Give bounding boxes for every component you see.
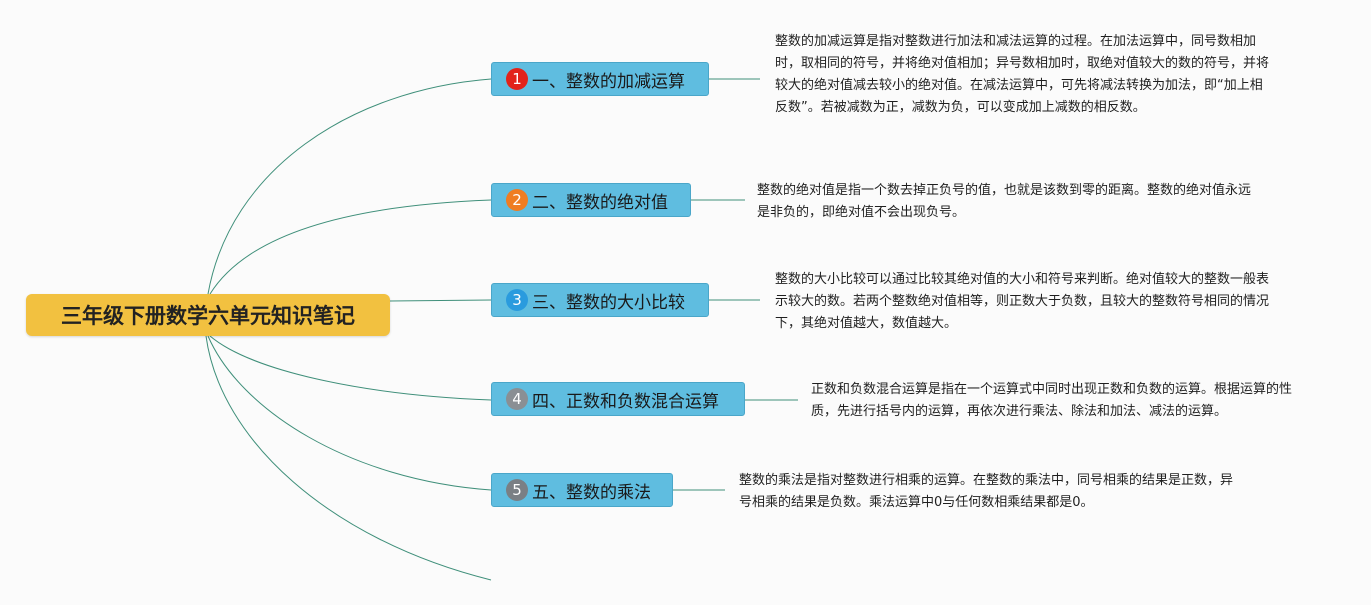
number-4-icon: 4 bbox=[506, 388, 528, 410]
note-4: 正数和负数混合运算是指在一个运算式中同时出现正数和负数的运算。根据运算的性质，先… bbox=[811, 382, 1293, 419]
branch-line-1 bbox=[207, 78, 492, 295]
note-2: 整数的绝对值是指一个数去掉正负号的值，也就是该数到零的距离。整数的绝对值永远是非… bbox=[757, 183, 1252, 220]
topic-2[interactable]: 2 二、整数的绝对值 bbox=[491, 183, 691, 217]
topic-3-label: 三、整数的大小比较 bbox=[532, 292, 685, 313]
branch-line-4 bbox=[209, 335, 492, 401]
topic-5[interactable]: 5 五、整数的乘法 bbox=[491, 473, 673, 507]
topic-4[interactable]: 4 四、正数和负数混合运算 bbox=[491, 382, 745, 416]
root-topic[interactable]: 三年级下册数学六单元知识笔记 bbox=[26, 294, 390, 336]
note-3: 整数的大小比较可以通过比较其绝对值的大小和符号来判断。绝对值较大的整数一般表示较… bbox=[775, 272, 1270, 331]
topic-1-label: 一、整数的加减运算 bbox=[532, 71, 685, 92]
branch-line-6 bbox=[205, 335, 492, 581]
number-5-icon: 5 bbox=[506, 479, 528, 501]
number-1-icon: 1 bbox=[506, 68, 528, 90]
branch-line-3 bbox=[389, 299, 492, 302]
topic-2-label: 二、整数的绝对值 bbox=[532, 192, 668, 213]
branch-line-2 bbox=[209, 199, 492, 295]
note-5: 整数的乘法是指对整数进行相乘的运算。在整数的乘法中，同号相乘的结果是正数，异号相… bbox=[739, 473, 1234, 510]
topic-4-label: 四、正数和负数混合运算 bbox=[532, 391, 719, 412]
topic-1[interactable]: 1 一、整数的加减运算 bbox=[491, 62, 709, 96]
topic-5-label: 五、整数的乘法 bbox=[532, 482, 651, 503]
topic-3[interactable]: 3 三、整数的大小比较 bbox=[491, 283, 709, 317]
number-2-icon: 2 bbox=[506, 189, 528, 211]
note-1: 整数的加减运算是指对整数进行加法和减法运算的过程。在加法运算中，同号数相加时，取… bbox=[775, 34, 1270, 115]
number-3-icon: 3 bbox=[506, 289, 528, 311]
branch-line-5 bbox=[207, 335, 492, 491]
